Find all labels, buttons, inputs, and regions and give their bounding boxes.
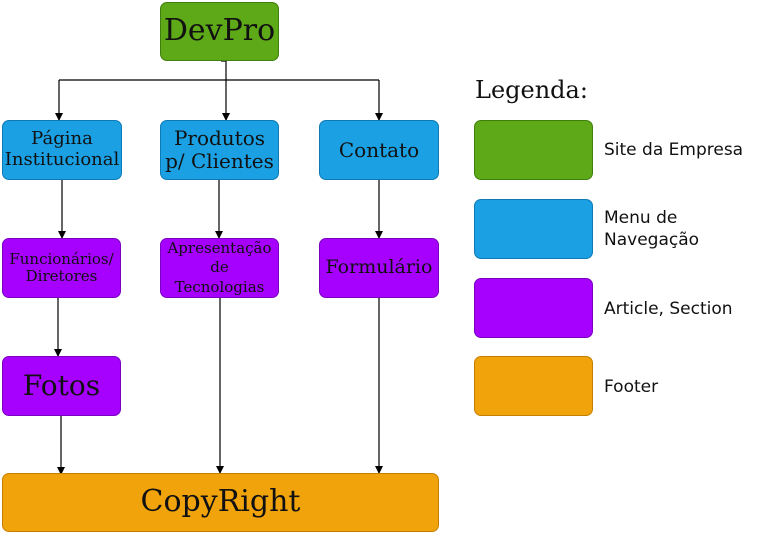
node-pagina-institucional: Página Institucional bbox=[2, 120, 122, 180]
legend-label-site: Site da Empresa bbox=[604, 140, 744, 160]
node-pagina-institucional-label: Página Institucional bbox=[4, 128, 120, 170]
node-formulario-label: Formulário bbox=[325, 256, 433, 279]
node-devpro: DevPro bbox=[160, 2, 279, 61]
legend-label-menu: Menu de Navegação bbox=[604, 208, 700, 251]
node-contato: Contato bbox=[319, 120, 439, 180]
node-fotos: Fotos bbox=[2, 356, 121, 416]
node-copyright-label: CopyRight bbox=[140, 484, 301, 520]
node-produtos-clientes: Produtos p/ Clientes bbox=[160, 120, 279, 180]
node-formulario: Formulário bbox=[319, 238, 439, 298]
legend-swatch-footer bbox=[474, 356, 593, 416]
legend-label-footer: Footer bbox=[604, 377, 659, 397]
node-devpro-label: DevPro bbox=[163, 13, 276, 49]
legend-label-article: Article, Section bbox=[604, 299, 733, 319]
node-produtos-clientes-label: Produtos p/ Clientes bbox=[165, 126, 274, 173]
node-copyright: CopyRight bbox=[2, 473, 439, 532]
node-fotos-label: Fotos bbox=[22, 368, 101, 402]
node-funcionarios-diretores-label: Funcionários/ Diretores bbox=[9, 249, 114, 285]
node-funcionarios-diretores: Funcionários/ Diretores bbox=[2, 238, 121, 298]
legend-swatch-menu bbox=[474, 199, 593, 259]
node-contato-label: Contato bbox=[338, 137, 420, 162]
node-apresentacao-tecnologias: Apresentação de Tecnologias bbox=[160, 238, 279, 298]
legend-title: Legenda: bbox=[475, 76, 588, 104]
legend-swatch-article bbox=[474, 278, 593, 338]
node-apresentacao-tecnologias-label: Apresentação de Tecnologias bbox=[167, 238, 272, 296]
legend-swatch-site bbox=[474, 120, 593, 180]
edge-root-stub bbox=[221, 60, 227, 80]
